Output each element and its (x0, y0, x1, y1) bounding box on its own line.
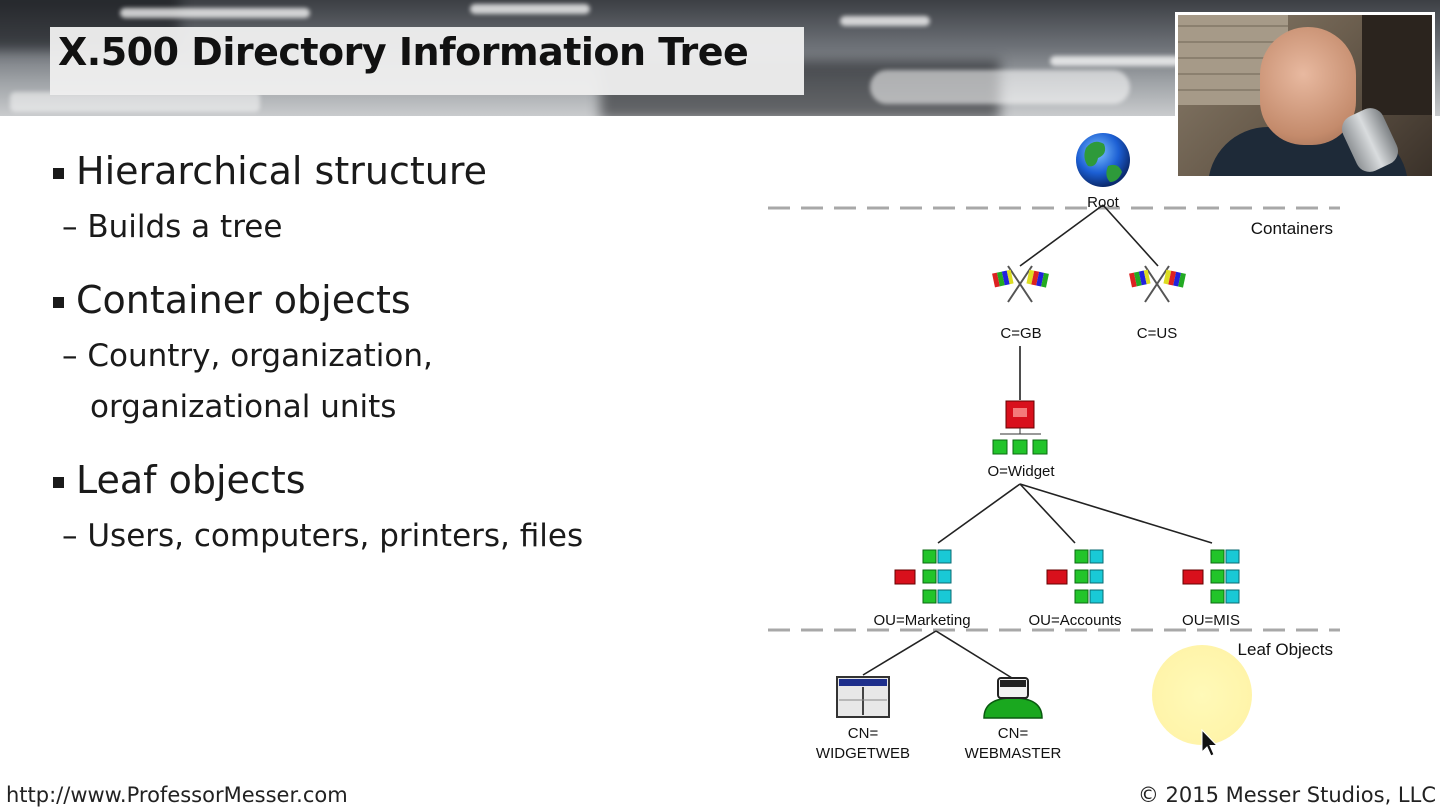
cursor-highlight (1152, 645, 1252, 745)
mouse-cursor-icon (1201, 728, 1219, 757)
footer-copyright: © 2015 Messer Studios, LLC (1137, 783, 1436, 807)
tree-connectors (862, 204, 1213, 679)
bullet-hierarchical: Hierarchical structure (76, 149, 488, 193)
bullet-leaf-objects: Leaf objects (76, 458, 306, 502)
org-unit-icon (1182, 549, 1240, 604)
root-label: Root (1087, 194, 1120, 211)
bullet-marker (53, 168, 64, 179)
footer-url[interactable]: http://www.ProfessorMesser.com (6, 783, 348, 807)
leaf-objects-label: Leaf Objects (1238, 640, 1333, 659)
country-gb-label: C=GB (1000, 325, 1041, 342)
leaf-server-cn: CN= (848, 725, 879, 742)
bullet-marker (53, 297, 64, 308)
organization-label: O=Widget (987, 463, 1055, 480)
title-background (50, 27, 804, 95)
flags-icon (992, 265, 1049, 303)
server-icon (836, 676, 890, 718)
leaf-server-name: WIDGETWEB (816, 745, 910, 762)
sub-bullet-org-units: organizational units (90, 389, 397, 425)
user-icon (983, 677, 1043, 719)
bullet-marker (53, 477, 64, 488)
flags-icon (1129, 265, 1186, 303)
org-unit-icon (1046, 549, 1104, 604)
presenter-webcam (1175, 12, 1435, 179)
slide-title: X.500 Directory Information Tree (58, 30, 749, 74)
organization-icon (992, 400, 1048, 455)
ou-accounts-label: OU=Accounts (1029, 612, 1122, 629)
ou-mis-label: OU=MIS (1182, 612, 1240, 629)
country-us-label: C=US (1137, 325, 1177, 342)
sub-bullet-country-org: – Country, organization, (62, 338, 433, 374)
sub-bullet-builds-tree: – Builds a tree (62, 209, 283, 245)
ou-marketing-label: OU=Marketing (873, 612, 970, 629)
leaf-user-cn: CN= (998, 725, 1029, 742)
globe-icon (1076, 133, 1130, 187)
containers-label: Containers (1251, 219, 1333, 238)
org-unit-icon (894, 549, 952, 604)
sub-bullet-users-computers: – Users, computers, printers, files (62, 518, 584, 554)
bullet-container-objects: Container objects (76, 278, 411, 322)
leaf-user-name: WEBMASTER (965, 745, 1062, 762)
